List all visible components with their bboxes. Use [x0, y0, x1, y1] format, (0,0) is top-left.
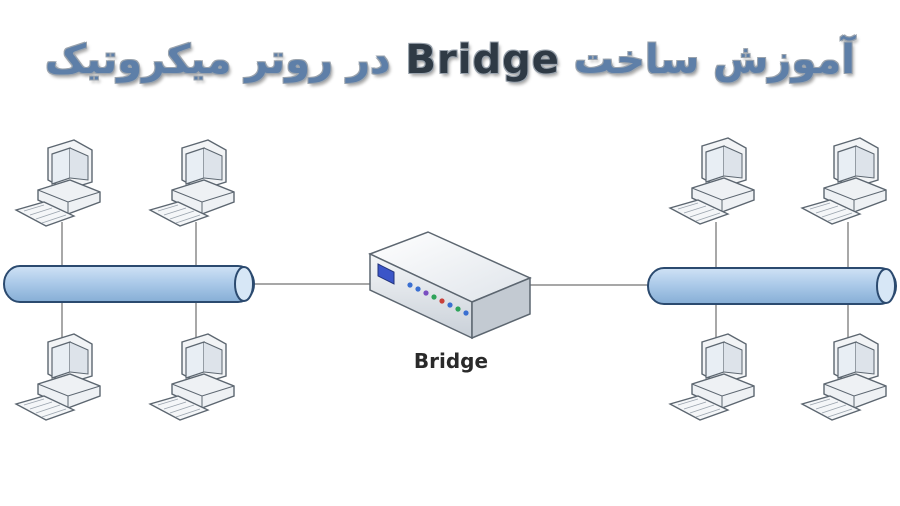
computer-icon: [801, 137, 887, 225]
computer-icon: [669, 333, 755, 421]
computer-icon: [15, 139, 101, 227]
computer-icon: [15, 333, 101, 421]
page-title: آموزش ساخت Bridge در روتر میکروتیک: [0, 34, 900, 86]
computer-icon: [669, 137, 755, 225]
title-part-latin: Bridge: [405, 37, 560, 83]
network-bus-icon: [3, 265, 255, 303]
bridge-leds: [407, 282, 469, 316]
bridge-label: Bridge: [414, 349, 488, 373]
bridge-device-icon: [368, 231, 532, 340]
network-bus-icon: [647, 267, 897, 305]
title-part-right: آموزش ساخت: [573, 37, 856, 83]
computer-icon: [149, 139, 235, 227]
computer-icon: [149, 333, 235, 421]
computer-icon: [801, 333, 887, 421]
title-part-left: در روتر میکروتیک: [44, 37, 391, 83]
